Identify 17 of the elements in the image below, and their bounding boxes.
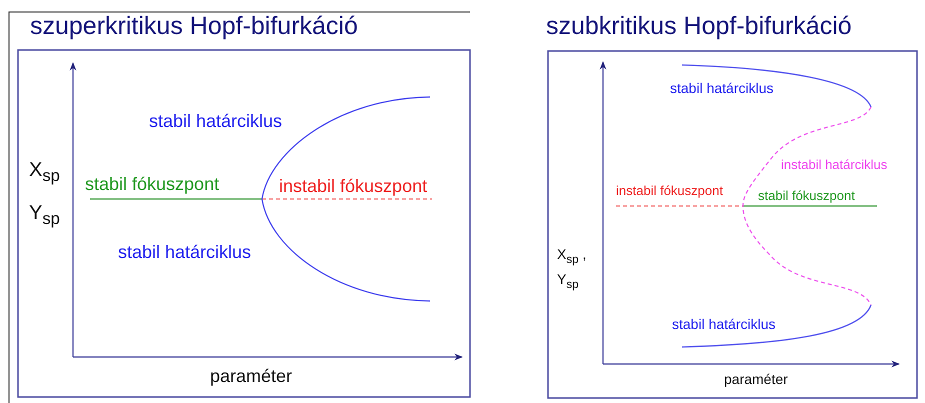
curve-label: stabil fókuszpont xyxy=(85,175,220,193)
axis-label: paraméter xyxy=(210,367,292,385)
curve-label: instabil fókuszpont xyxy=(279,177,428,195)
axis-label: X$_{sp}$ , xyxy=(557,247,586,266)
panel-title: szuperkritikus Hopf-bifurkáció xyxy=(30,14,358,39)
axis-label: X$_{sp}$ xyxy=(29,160,60,185)
axis-label: Y$_{sp}$ xyxy=(29,203,60,228)
curve-label: stabil fókuszpont xyxy=(758,189,855,202)
curve-label: instabil határciklus xyxy=(781,158,888,171)
curve-label: stabil határciklus xyxy=(672,317,776,331)
axis-label: Y$_{sp}$ xyxy=(557,272,579,290)
curve-label: stabil határciklus xyxy=(118,243,252,261)
curve-label: stabil határciklus xyxy=(149,112,282,130)
curve-label: instabil fókuszpont xyxy=(616,184,723,197)
curve-label: stabil határciklus xyxy=(670,81,774,95)
panel-title: szubkritikus Hopf-bifurkáció xyxy=(546,14,852,39)
axis-label: paraméter xyxy=(724,372,788,386)
